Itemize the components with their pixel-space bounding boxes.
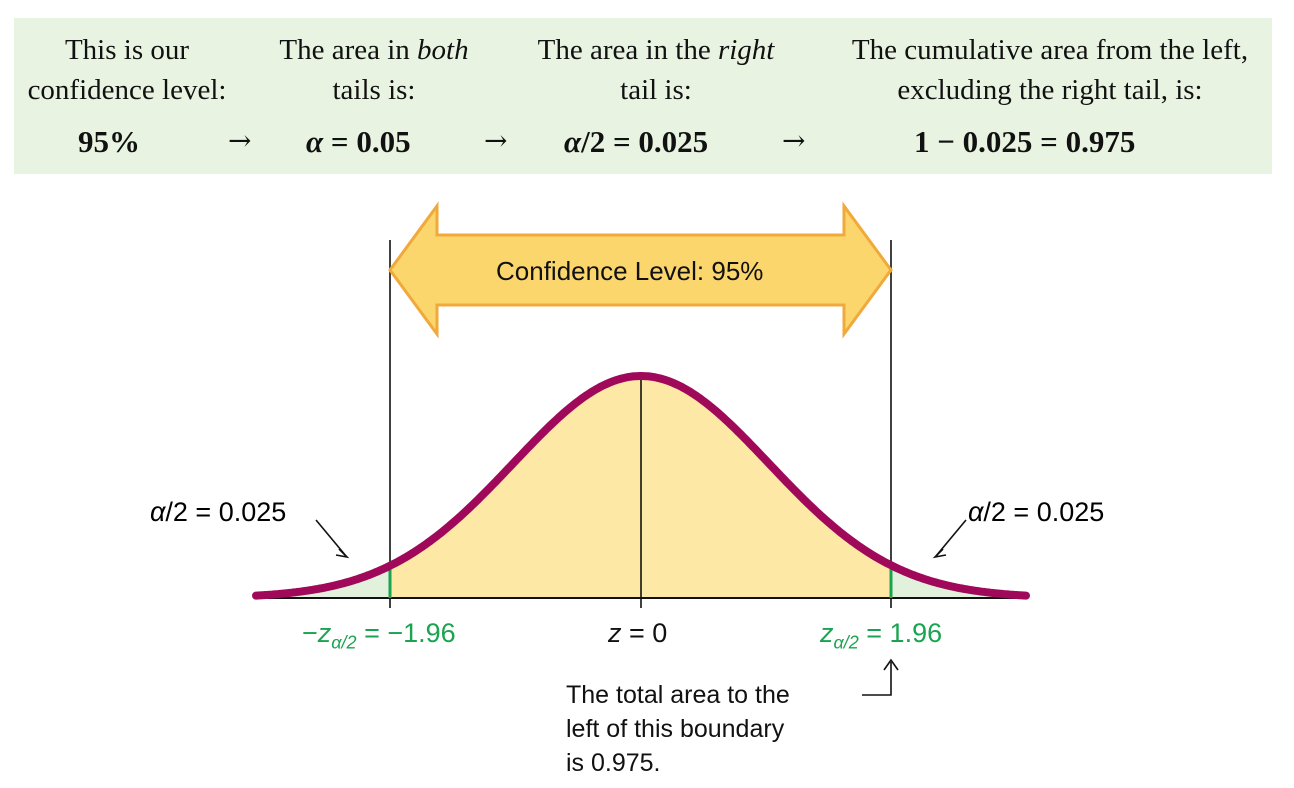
note-pointer-head — [883, 658, 899, 671]
step2-line2: tails is: — [332, 74, 416, 106]
left-tail-pointer-head — [335, 548, 350, 559]
step1-line1: This is our — [64, 34, 190, 66]
left-tail-alpha: α — [150, 497, 166, 527]
confidence-double-arrow — [388, 201, 893, 339]
right-tail-rest: /2 = 0.025 — [983, 497, 1105, 527]
left-z-rest: = −1.96 — [356, 618, 456, 648]
step4-line2: excluding the right tail, is: — [897, 74, 1203, 106]
step2-line1-em: both — [417, 34, 469, 66]
center-z-value: z = 0 — [608, 618, 667, 649]
boundary-note: The total area to the left of this bound… — [566, 678, 790, 780]
step1-value: 95% — [78, 124, 140, 159]
left-z-prefix: − — [302, 618, 318, 648]
right-z-rest: = 1.96 — [858, 618, 943, 648]
step4-line1: The cumulative area from the left, — [851, 34, 1249, 66]
right-critical-value: zα/2 = 1.96 — [820, 618, 942, 653]
step3-alpha: α — [564, 124, 582, 159]
step-cumulative-header: The cumulative area from the left, exclu… — [828, 30, 1272, 110]
right-z-subscript: α/2 — [833, 632, 859, 653]
step1-line2: confidence level: — [27, 74, 227, 106]
left-z-subscript: α/2 — [331, 632, 357, 653]
step-arrow-1: → — [228, 124, 252, 157]
center-z-rest: = 0 — [621, 618, 668, 648]
step-arrow-3: → — [782, 124, 806, 157]
left-tail-area — [256, 565, 391, 598]
note-line-2: left of this boundary — [566, 715, 785, 743]
left-tail-rest: /2 = 0.025 — [165, 497, 287, 527]
step3-value-rest: /2 = 0.025 — [581, 124, 709, 159]
left-tail-label: α/2 = 0.025 — [150, 497, 286, 528]
summary-banner — [14, 18, 1272, 174]
step-confidence-header: This is our confidence level: — [22, 30, 232, 110]
step2-value: α = 0.05 — [306, 124, 411, 160]
note-line-1: The total area to the — [566, 681, 790, 709]
left-z-symbol: z — [317, 618, 332, 648]
step-both-tails-header: The area in both tails is: — [262, 30, 486, 110]
note-line-3: is 0.975. — [566, 749, 661, 777]
normal-curve — [252, 372, 1030, 600]
step2-alpha: α — [306, 124, 324, 159]
step2-value-rest: = 0.05 — [323, 124, 411, 159]
right-tail-alpha: α — [968, 497, 984, 527]
right-tail-area — [891, 565, 1026, 598]
step3-line1-pre: The area in the — [537, 34, 718, 66]
note-pointer — [862, 662, 892, 696]
confidence-level-label: Confidence Level: 95% — [496, 256, 764, 286]
step3-line1-em: right — [717, 34, 775, 66]
left-critical-value: −zα/2 = −1.96 — [302, 618, 456, 653]
step4-value: 1 − 0.025 = 0.975 — [914, 124, 1136, 159]
step2-line1-pre: The area in — [279, 34, 418, 66]
right-tail-label: α/2 = 0.025 — [968, 497, 1104, 528]
right-tail-pointer-head — [932, 548, 947, 559]
step3-value: α/2 = 0.025 — [564, 124, 708, 160]
step-arrow-2: → — [484, 124, 508, 157]
step3-line2: tail is: — [620, 74, 692, 106]
right-z-symbol: z — [820, 618, 834, 648]
center-z-symbol: z — [608, 618, 622, 648]
step-right-tail-header: The area in the right tail is: — [518, 30, 794, 110]
